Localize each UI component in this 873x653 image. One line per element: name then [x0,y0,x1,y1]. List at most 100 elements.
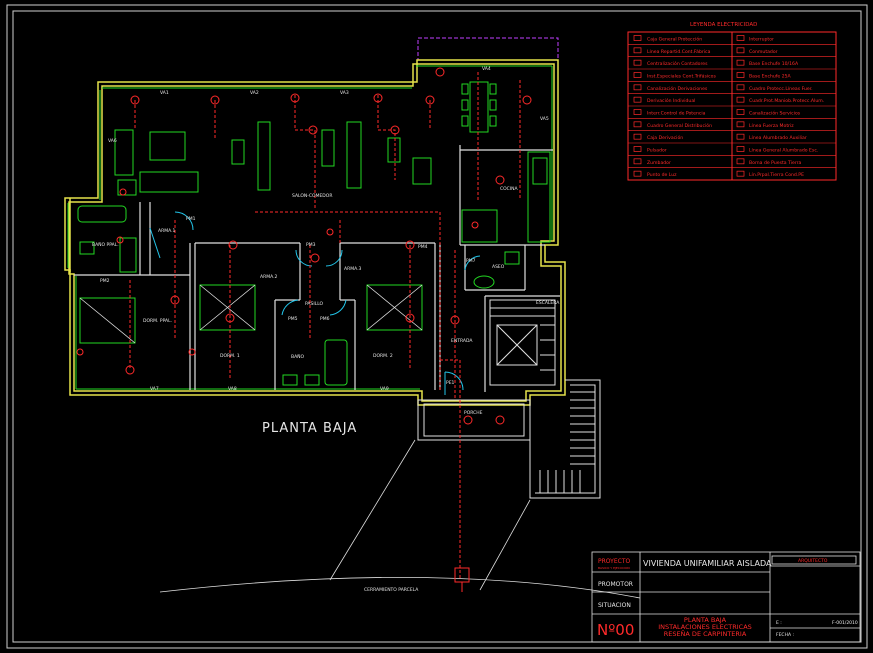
legend-symbol-icon [736,47,745,54]
label-armario3: ARMA.3 [344,266,362,272]
exterior-stairs [529,379,601,499]
legend-item-label: Centralización Contadores [647,60,708,67]
legend-symbol-icon [633,146,642,152]
legend-item-label: Línea Fuerza Motriz [749,122,794,129]
legend-symbol-icon [736,170,745,177]
legend-item-label: Pulsador [647,148,667,154]
legend-symbol-icon [633,109,642,115]
door-pm6: PM6 [320,316,330,322]
title-block-text: PROYECTO BASICO Y EJECUCION VIVIENDA UNI… [597,558,858,639]
label-armario1: ARMA.1 [158,228,176,234]
doors [149,211,481,395]
escala-value: F-001/2010 [832,620,858,626]
legend-item-label: Lín.Prpal.Tierra Cond.PE [749,171,804,178]
legend-item-label: Borna de Puesta Tierra [749,160,802,166]
door-pm2: PM2 [100,278,110,284]
legend-symbol-icon [633,170,642,177]
door-pm4: PM4 [418,244,428,250]
legend-item-label: Cuadro General Distribución [647,122,712,129]
legend-symbol-icon [633,72,642,78]
door-pm1: PM1 [186,216,196,222]
legend-item-label: Línea Alumbrado Auxiliar [749,134,807,141]
wall-green-lines [67,65,553,390]
interior-walls [74,145,560,392]
situacion-label: SITUACION [598,602,631,609]
door-pm7: PM7 [466,258,476,264]
legend-symbol-icon [736,146,745,152]
site-lines [159,439,641,599]
interior-stair [489,299,556,386]
legend-symbol-icon [736,133,745,140]
legend-symbol-icon [633,121,642,128]
fecha-label: FECHA : [776,632,794,638]
window-va3: VA3 [340,90,349,96]
door-pm5: PM5 [288,316,298,322]
label-entrada: ENTRADA [451,338,473,344]
legend-symbol-icon [736,35,745,41]
desc-line3: RESEÑA DE CARPINTERIA [664,629,747,638]
label-dorm2: DORM. 2 [373,353,393,359]
window-va8: VA8 [228,386,237,392]
legend-symbol-icon [736,96,745,103]
plan-title: PLANTA BAJA [262,421,357,436]
furniture [77,81,551,386]
desc-line2: INSTALACIONES ELECTRICAS [658,623,752,631]
legend-symbol-icon [736,59,745,66]
label-bano: BAÑO [291,353,305,360]
door-pm3: PM3 [306,242,316,248]
legend-item-label: Zumbador [647,160,671,166]
legend-item-label: Canalización Servicios [749,110,801,117]
arquitecto-label: ARQUITECTO [798,558,828,564]
label-pasillo: PASILLO [305,301,324,307]
legend-item-label: Interruptor [749,37,774,43]
window-va1: VA1 [160,90,169,96]
legend-item-label: Caja Derivación [647,134,683,141]
legend-item-label: Línea General Alumbrado Esc. [749,147,818,154]
legend-item-label: Punto de Luz [647,172,677,178]
meter-box [454,567,470,583]
label-porche: PORCHE [464,410,483,416]
legend-symbol-icon [736,109,745,115]
label-aseo: ASEO [492,264,505,270]
window-va6: VA6 [108,138,117,144]
legend-symbol-icon [736,121,745,128]
escala-label: E : [776,620,782,626]
title-block [591,551,861,643]
bed-lines [79,284,423,344]
electrical-wiring [129,72,521,580]
legend-item-label: Canalización Derivaciones [647,85,708,92]
label-escalera: ESCALERA [536,300,560,306]
window-va2: VA2 [250,90,259,96]
legend-symbol-icon [736,84,745,91]
label-dorm-ppal: DORM. PPAL. [143,318,172,324]
legend-symbol-icon [736,72,745,78]
window-va9: VA9 [380,386,389,392]
legend-item-label: Línea Repartid.Cont.Fábrica [647,48,711,55]
window-va4: VA4 [482,66,491,72]
label-armario2: ARMA.2 [260,274,278,280]
legend: LEYENDA ELECTRICIDAD Caja General Protec… [627,22,837,181]
label-cocina: COCINA [500,186,519,192]
exterior-walls [64,59,566,406]
proyecto-label: PROYECTO [598,558,630,565]
legend-title: LEYENDA ELECTRICIDAD [690,22,757,28]
desc-line1: PLANTA BAJA [684,616,727,624]
proyecto-value: VIVIENDA UNIFAMILIAR AISLADA [643,559,772,568]
legend-symbol-icon [633,59,642,66]
canopy-outline [417,37,559,61]
outer-frame [6,4,868,649]
legend-symbol-icon [633,47,642,54]
porch [417,399,531,441]
legend-item-label: Derivación Individual [647,97,695,104]
legend-symbol-icon [633,133,642,140]
window-va7: VA7 [150,386,159,392]
legend-item-label: Interr.Control de Potencia [647,111,706,117]
label-salon: SALON-COMEDOR [292,193,332,199]
door-pe1: PE1 [446,380,455,386]
light-points [76,67,532,425]
legend-symbol-icon [736,158,745,165]
legend-item-label: Base Enchufe 10/16A [749,61,799,67]
window-labels: VA1 VA2 VA3 VA4 VA5 VA6 VA7 VA8 VA9 [108,66,549,392]
legend-symbol-icon [633,35,642,41]
